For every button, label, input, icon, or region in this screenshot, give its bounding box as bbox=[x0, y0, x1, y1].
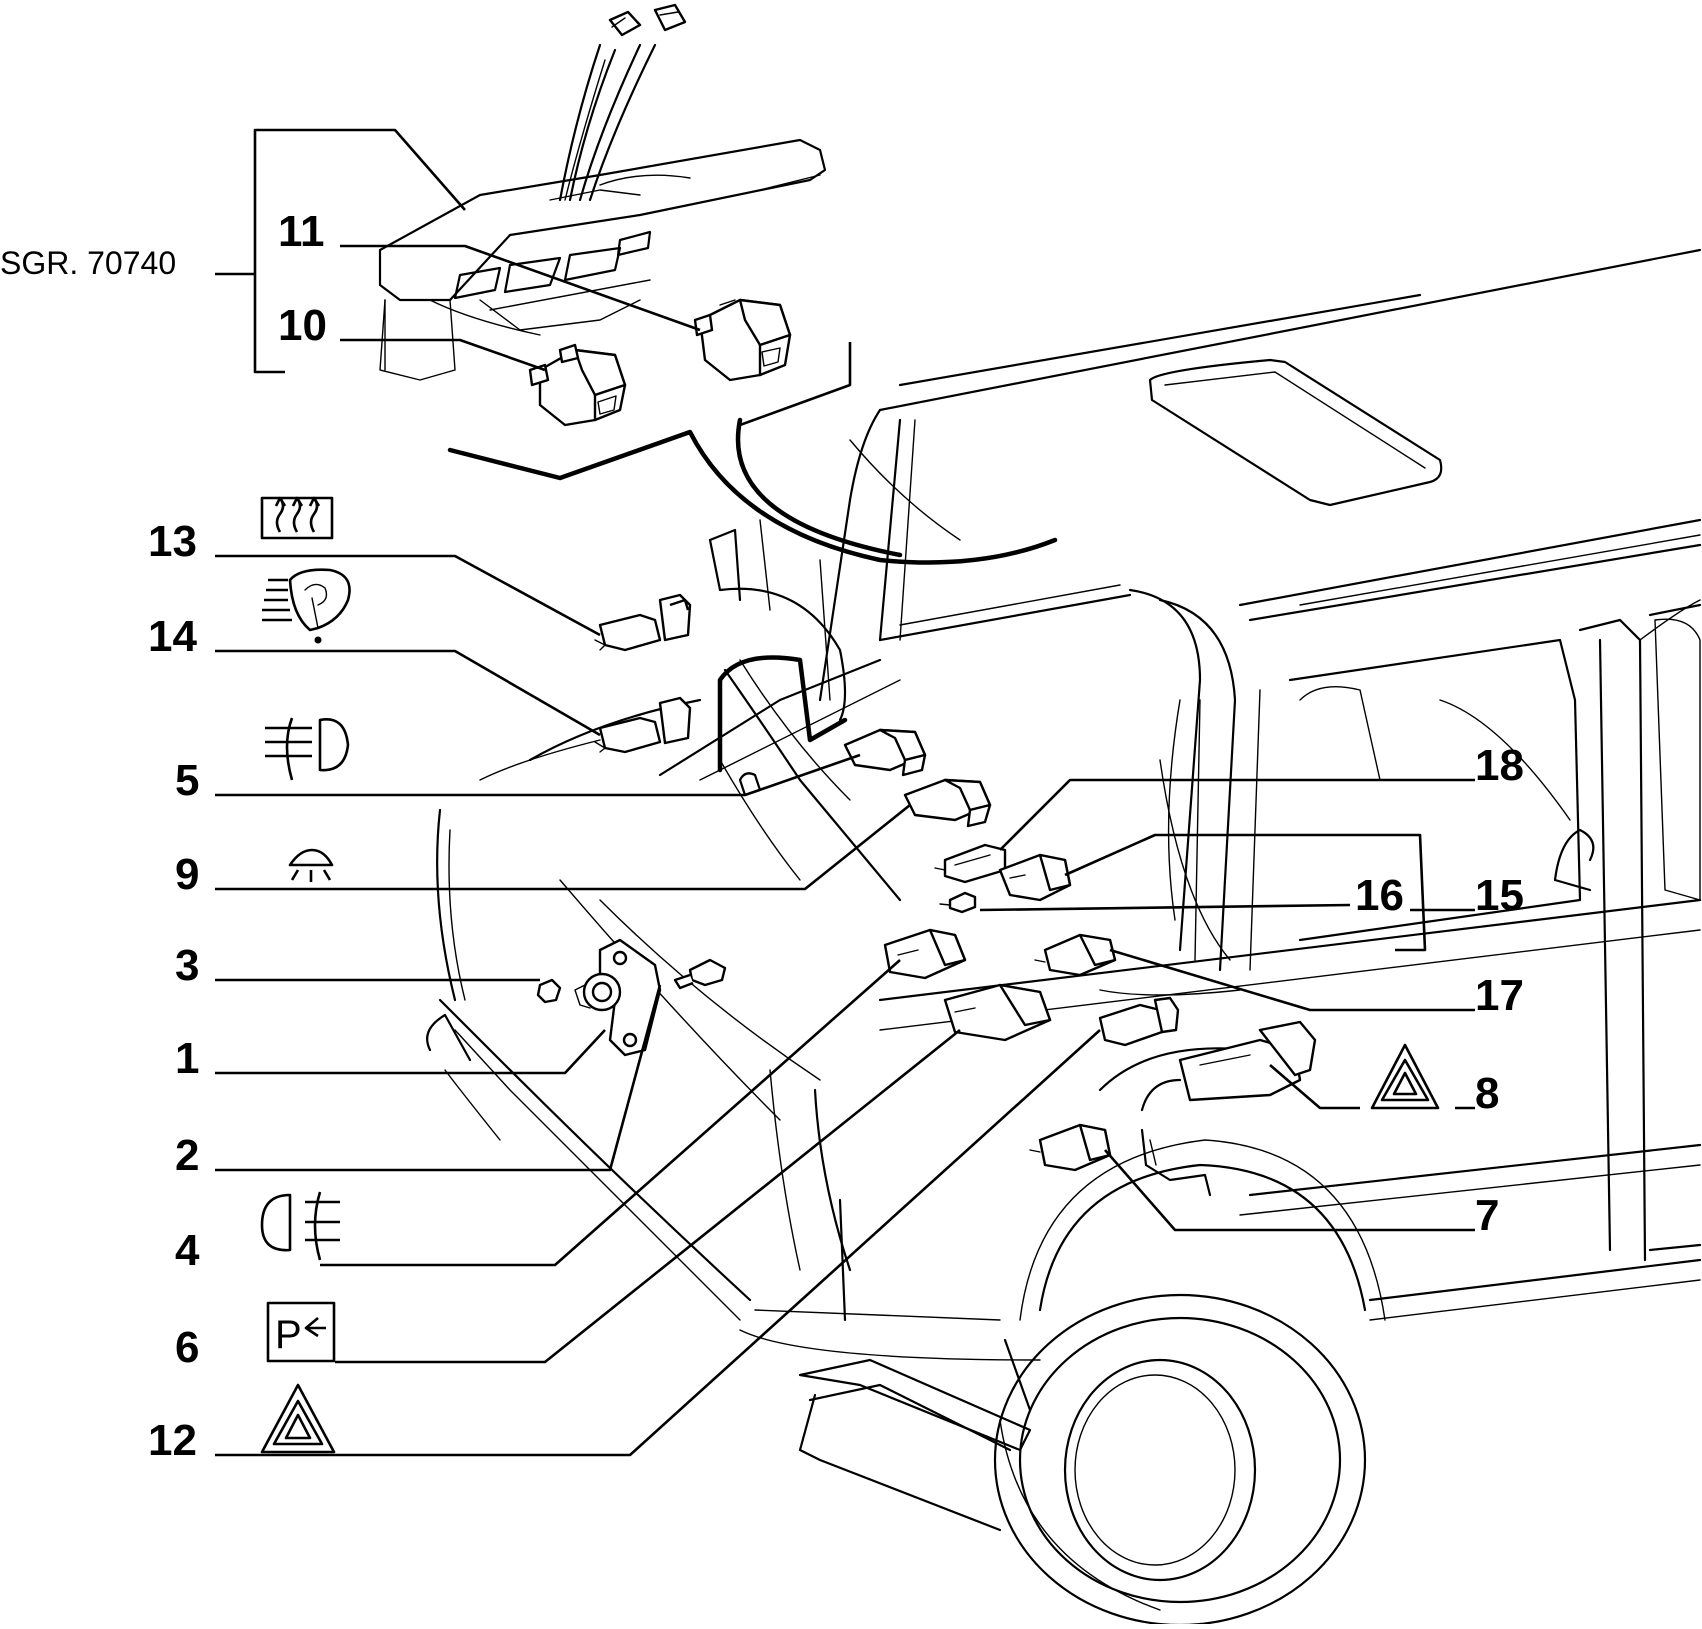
switch-part-17 bbox=[1034, 933, 1117, 977]
switch-part-12 bbox=[1098, 996, 1180, 1047]
rear-window-defrost-icon bbox=[260, 496, 334, 540]
parking-light-icon: P bbox=[266, 1301, 336, 1363]
callout-8: 8 bbox=[1475, 1069, 1499, 1118]
switch-part-8 bbox=[1140, 1020, 1317, 1197]
leader-lines bbox=[215, 244, 1475, 1457]
callout-9: 9 bbox=[175, 850, 199, 899]
callout-2: 2 bbox=[175, 1131, 199, 1180]
switch-part-13 bbox=[594, 593, 692, 652]
rear-fog-light-icon bbox=[260, 1191, 340, 1261]
callout-18: 18 bbox=[1475, 741, 1524, 790]
callout-15: 15 bbox=[1475, 871, 1524, 920]
reference-bracket bbox=[215, 128, 852, 427]
courtesy-light-icon bbox=[288, 848, 334, 882]
hazard-warning-icon bbox=[260, 1383, 336, 1454]
nut-part-3 bbox=[536, 978, 562, 1004]
front-fog-light-icon bbox=[265, 717, 350, 781]
switch-part-11 bbox=[693, 298, 792, 382]
switch-part-10 bbox=[528, 343, 627, 427]
hazard-warning-icon-2 bbox=[1370, 1043, 1440, 1110]
parking-light-letter: P bbox=[275, 1313, 302, 1357]
callout-16: 16 bbox=[1355, 871, 1404, 920]
callout-1: 1 bbox=[175, 1034, 199, 1083]
screw-part-2 bbox=[673, 958, 727, 990]
switch-part-7 bbox=[1029, 1123, 1112, 1172]
callout-12: 12 bbox=[148, 1416, 197, 1465]
switch-part-6 bbox=[943, 983, 1052, 1042]
switch-part-4 bbox=[883, 928, 967, 980]
vehicle-outline bbox=[426, 248, 1702, 1627]
switch-part-5 bbox=[843, 728, 927, 777]
callout-5: 5 bbox=[175, 756, 199, 805]
callout-11: 11 bbox=[278, 207, 325, 256]
callout-3: 3 bbox=[175, 941, 199, 990]
callout-10: 10 bbox=[278, 301, 327, 350]
switch-part-18 bbox=[934, 843, 1007, 884]
callout-17: 17 bbox=[1475, 971, 1524, 1020]
callout-6: 6 bbox=[175, 1323, 199, 1372]
switch-part-14 bbox=[594, 696, 692, 754]
callout-13: 13 bbox=[148, 517, 197, 566]
roof-console-assembly bbox=[378, 3, 827, 381]
callout-4: 4 bbox=[175, 1226, 200, 1275]
switch-part-9 bbox=[903, 778, 992, 828]
switch-part-15 bbox=[998, 853, 1072, 902]
headlamp-washer-icon bbox=[262, 568, 351, 644]
callout-14: 14 bbox=[148, 612, 197, 661]
switch-part-16 bbox=[939, 891, 977, 914]
bracket-part-1 bbox=[574, 938, 662, 1057]
callout-7: 7 bbox=[1475, 1191, 1499, 1240]
reference-text: SGR. 70740 bbox=[0, 245, 176, 281]
callout-labels: 11 10 13 14 5 9 3 1 2 4 6 12 18 16 15 17… bbox=[148, 207, 1524, 1465]
